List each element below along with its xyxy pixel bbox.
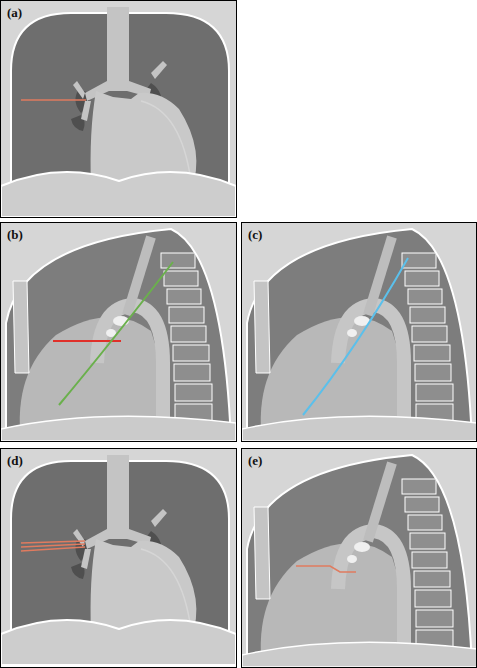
figure-panel: (d) <box>0 448 237 668</box>
panel-label: (e) <box>248 453 262 469</box>
panel-label: (d) <box>7 453 23 469</box>
fissure-line <box>296 566 356 572</box>
frontal-view <box>1 449 236 665</box>
panel-label: (b) <box>7 227 23 243</box>
lateral-view <box>1 223 236 441</box>
lateral-view <box>242 449 477 667</box>
frontal-view <box>1 1 236 217</box>
figure-panel: (e) <box>241 448 477 668</box>
figure-panel: (a) <box>0 0 237 218</box>
fissure-line <box>59 262 173 405</box>
panel-label: (c) <box>248 227 262 243</box>
fissure-line <box>303 258 408 415</box>
panel-label: (a) <box>7 5 22 21</box>
fissure-lines <box>21 541 85 551</box>
figure-panel: (c) <box>241 222 477 442</box>
fissure-line <box>21 99 86 101</box>
figure-panel: (b) <box>0 222 237 442</box>
lateral-view <box>242 223 477 441</box>
